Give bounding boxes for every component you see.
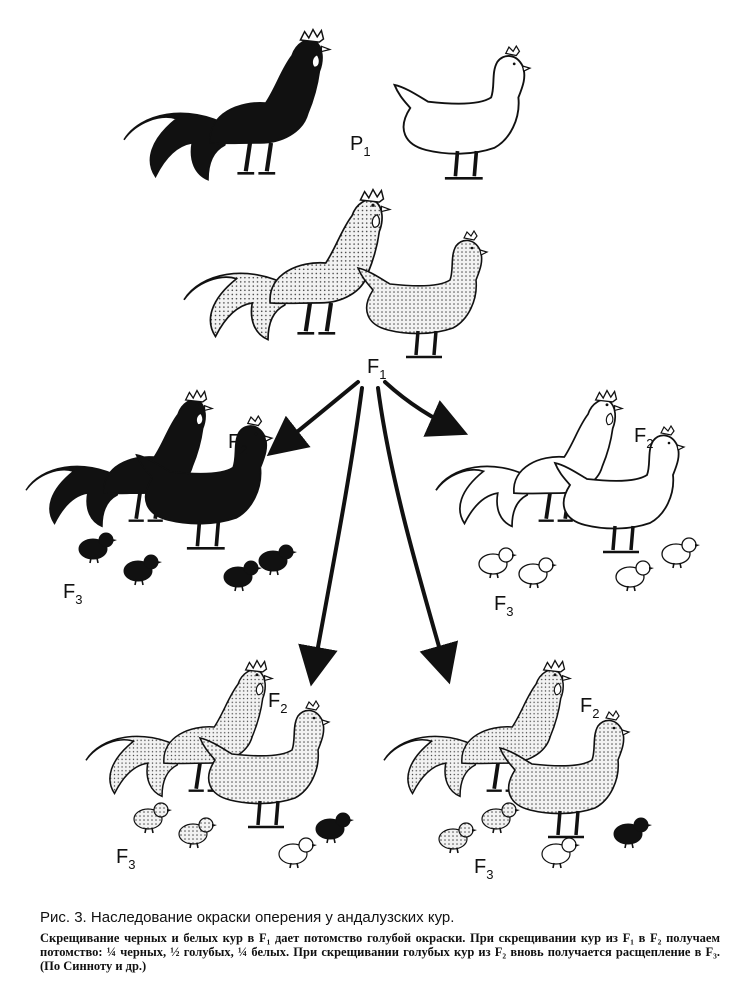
f1-blue-rooster (184, 190, 390, 340)
f3-black-chick (315, 812, 355, 844)
arrow-to-white-f2 (383, 380, 469, 437)
f1-blue-hen (356, 229, 489, 359)
f3-black-chick (123, 554, 163, 586)
f2-black-hen (134, 414, 274, 551)
f3-white-chick (615, 560, 655, 592)
f3-black-chick (223, 560, 263, 592)
f3-blue-chick (438, 822, 478, 854)
p1-black-rooster (124, 30, 330, 180)
inheritance-arrows (266, 380, 469, 687)
f3-white-chick (278, 837, 318, 869)
label-f3-blue-right: F3 (474, 856, 493, 882)
f3-white-chick (541, 837, 581, 869)
label-f3-blue-left: F3 (116, 846, 135, 872)
p1-white-hen (392, 44, 532, 181)
label-f2-white: F2 (634, 425, 653, 451)
andalusian-inheritance-diagram: P1 F1 F2 F3 F2 F3 F2 F3 F2 F3 (24, 0, 701, 882)
label-f2-blue-right: F2 (580, 695, 599, 721)
label-f2-black: F2 (228, 431, 247, 457)
arrow-to-blue-f2-right (376, 386, 459, 685)
f3-blue-chick (133, 802, 173, 834)
f3-black-chick (613, 817, 653, 849)
f3-blue-chick (481, 802, 521, 834)
label-f2-blue-left: F2 (268, 690, 287, 716)
f3-blue-chick (178, 817, 218, 849)
f3-white-chick (518, 557, 558, 589)
label-f3-white: F3 (494, 593, 513, 619)
f3-white-chick (478, 547, 518, 579)
f3-black-chick (258, 544, 298, 576)
f3-black-chick (78, 532, 118, 564)
figure-caption-body: Скрещивание черных и белых кур в F₁ дает… (40, 931, 720, 973)
label-p1: P1 (350, 133, 371, 159)
arrow-to-blue-f2-left (298, 386, 364, 687)
arrow-to-black-f2 (266, 380, 360, 457)
label-f3-black: F3 (63, 581, 82, 607)
figure-caption-title: Рис. 3. Наследование окраски оперения у … (40, 909, 455, 926)
f3-white-chick (661, 537, 701, 569)
label-f1: F1 (367, 356, 386, 382)
